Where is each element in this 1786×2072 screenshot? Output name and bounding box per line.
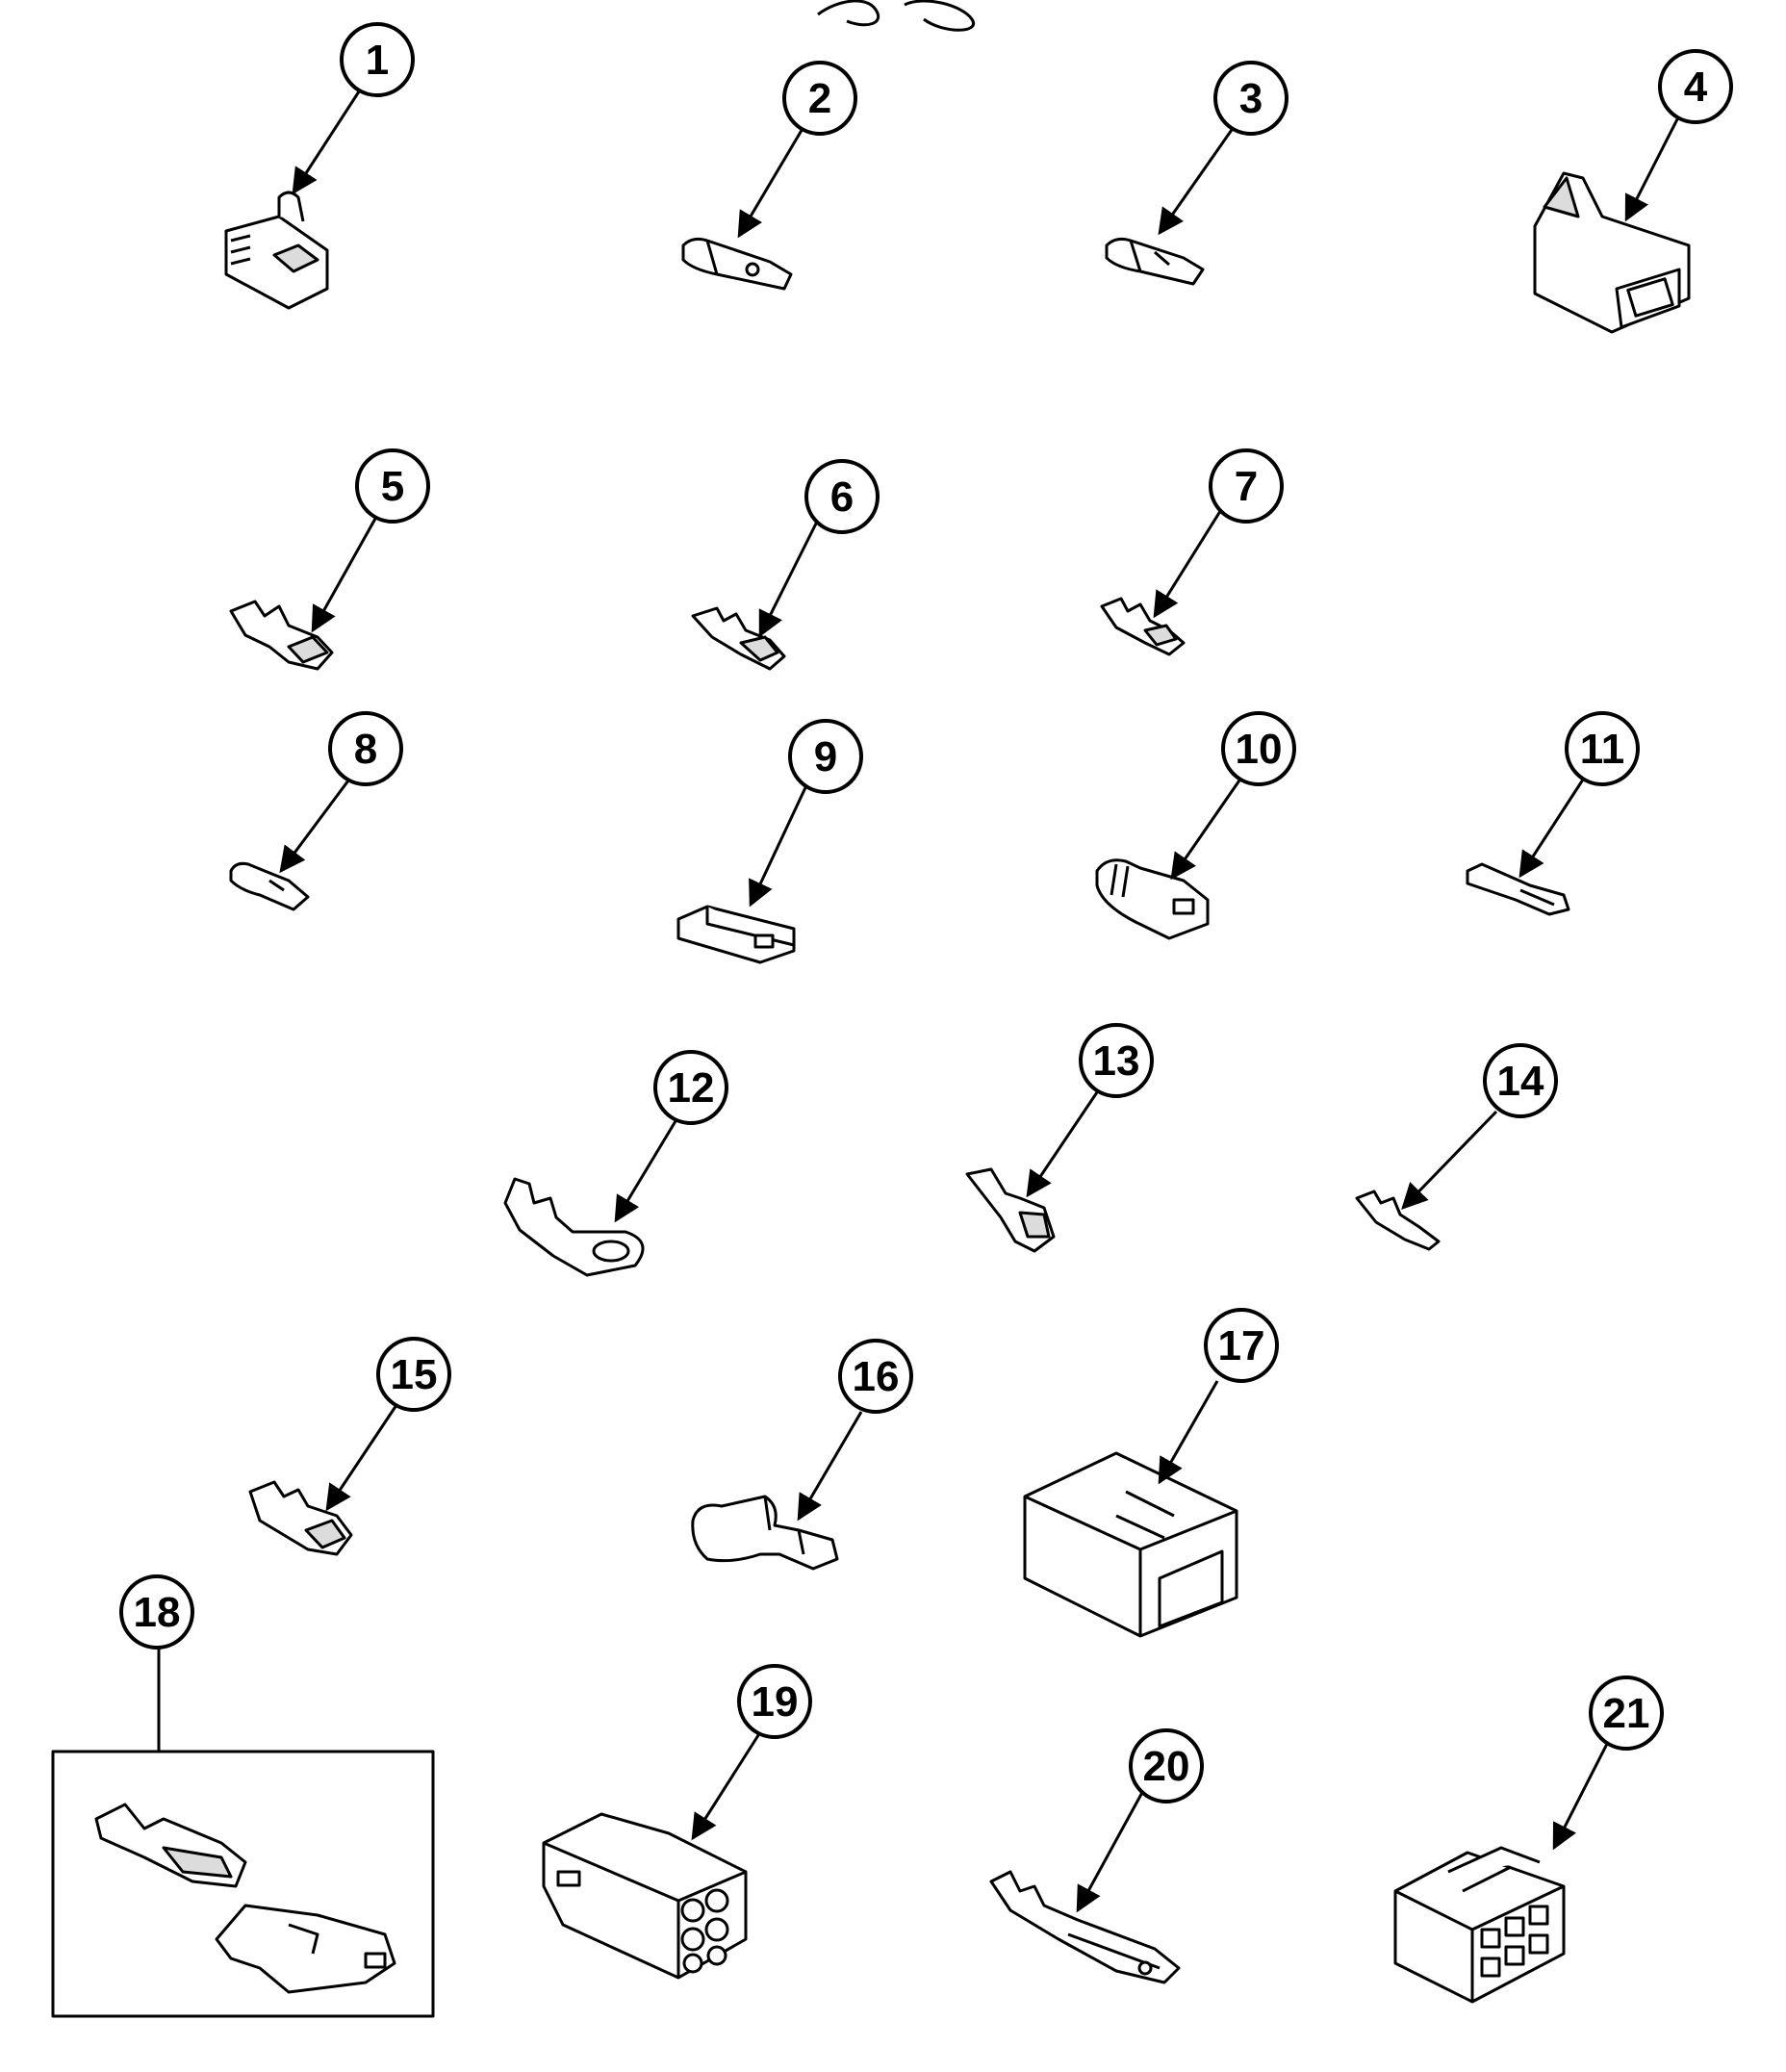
svg-text:16: 16: [853, 1353, 900, 1400]
svg-text:13: 13: [1093, 1037, 1140, 1085]
callout-3: 3: [1213, 61, 1288, 136]
svg-text:8: 8: [354, 726, 377, 773]
top-scribble: [817, 0, 976, 32]
callout-8: 8: [328, 711, 403, 786]
leader-1: [292, 88, 363, 195]
part-20: [989, 1870, 1181, 1984]
svg-text:20: 20: [1143, 1743, 1190, 1790]
leader-7: [1153, 507, 1224, 619]
svg-text:1: 1: [366, 37, 389, 84]
leader-4: [1624, 115, 1681, 222]
callout-17: 17: [1204, 1308, 1279, 1383]
leader-6: [758, 519, 820, 638]
leader-13: [1026, 1091, 1099, 1198]
callout-9: 9: [788, 719, 863, 794]
leader-3: [1158, 126, 1236, 236]
part-5: [229, 600, 334, 671]
callouts: 1 2 3 4 5 6 7 8 9 10 11 12 13 14 15 16 1…: [119, 22, 1733, 1803]
part-15: [248, 1480, 353, 1556]
callout-20: 20: [1129, 1728, 1204, 1803]
callout-12: 12: [653, 1050, 728, 1125]
part-6: [691, 606, 786, 671]
svg-text:10: 10: [1236, 726, 1283, 773]
svg-text:21: 21: [1603, 1690, 1650, 1737]
svg-text:19: 19: [752, 1678, 799, 1726]
part-16: [691, 1495, 839, 1571]
callout-15: 15: [376, 1337, 451, 1412]
svg-text:18: 18: [134, 1589, 181, 1636]
callout-1: 1: [340, 22, 415, 97]
leader-14: [1401, 1110, 1498, 1210]
leader-9: [749, 780, 810, 908]
part-4: [1533, 171, 1691, 334]
part-7: [1100, 597, 1186, 656]
part-2: [681, 237, 793, 291]
part-12: [503, 1177, 645, 1277]
svg-text:7: 7: [1235, 463, 1258, 510]
leader-19: [691, 1731, 762, 1841]
svg-text:2: 2: [808, 75, 831, 122]
part-3: [1105, 237, 1205, 286]
leader-2: [737, 126, 805, 239]
part-11: [1466, 862, 1570, 916]
leader-11: [1518, 779, 1585, 879]
leader-16: [797, 1411, 863, 1522]
leader-lines: [157, 88, 1681, 1913]
part-8: [229, 861, 310, 911]
part-9: [676, 905, 796, 964]
callout-4: 4: [1658, 49, 1733, 124]
leader-10: [1170, 777, 1243, 881]
callout-7: 7: [1209, 448, 1284, 524]
callout-10: 10: [1221, 711, 1296, 786]
leader-20: [1076, 1786, 1147, 1913]
callout-11: 11: [1565, 711, 1640, 786]
svg-text:14: 14: [1497, 1058, 1544, 1105]
svg-text:6: 6: [830, 473, 854, 521]
leader-8: [279, 772, 356, 874]
leader-15: [325, 1404, 398, 1512]
callout-16: 16: [838, 1339, 913, 1414]
svg-text:15: 15: [391, 1351, 438, 1398]
part-21: [1393, 1846, 1566, 2004]
leader-5: [311, 509, 382, 633]
leader-21: [1552, 1743, 1609, 1851]
svg-text:11: 11: [1580, 726, 1625, 773]
part-17: [1023, 1451, 1238, 1638]
callout-6: 6: [804, 459, 880, 534]
callout-5: 5: [355, 448, 430, 524]
part-19: [542, 1812, 748, 1980]
svg-text:3: 3: [1239, 75, 1263, 122]
callout-2: 2: [782, 61, 857, 136]
svg-text:9: 9: [814, 733, 837, 780]
svg-text:12: 12: [668, 1064, 715, 1112]
callout-13: 13: [1079, 1023, 1154, 1098]
part-13: [965, 1167, 1056, 1253]
leader-17: [1158, 1380, 1219, 1485]
part-18: [51, 1750, 435, 2018]
svg-text:5: 5: [381, 463, 404, 510]
callout-14: 14: [1483, 1043, 1558, 1118]
callout-21: 21: [1589, 1676, 1664, 1751]
callout-19: 19: [737, 1664, 812, 1739]
callout-18: 18: [119, 1574, 194, 1650]
part-14: [1355, 1189, 1441, 1251]
svg-text:4: 4: [1684, 64, 1708, 111]
svg-text:17: 17: [1218, 1322, 1265, 1369]
part-1: [224, 191, 329, 310]
part-10: [1095, 858, 1210, 940]
leader-12: [614, 1115, 680, 1223]
